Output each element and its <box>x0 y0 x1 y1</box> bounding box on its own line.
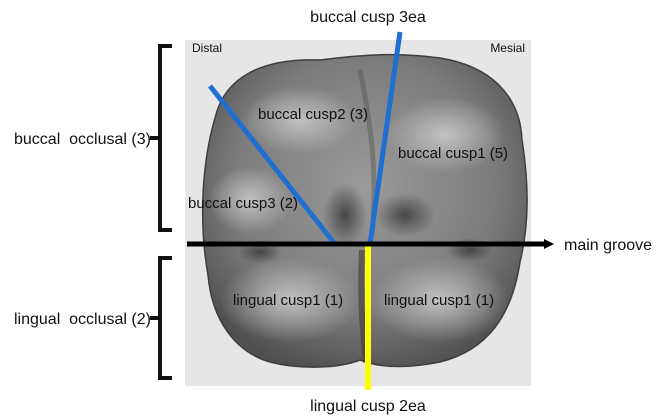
mesial-label: Mesial <box>490 41 525 55</box>
buccal-cusp1-label: buccal cusp1 (5) <box>398 145 508 162</box>
main-groove-label: main groove <box>564 237 652 254</box>
buccal-cusp2-label: buccal cusp2 (3) <box>258 106 368 123</box>
lingual-cusp-right-label: lingual cusp1 (1) <box>384 292 494 309</box>
buccal-cusp-count-title: buccal cusp 3ea <box>310 9 426 26</box>
buccal-occlusal-bracket <box>150 46 172 230</box>
lingual-occlusal-bracket <box>150 258 172 378</box>
lingual-cusp-count-title: lingual cusp 2ea <box>310 398 426 415</box>
lingual-occlusal-label: lingual occlusal (2) <box>14 311 151 328</box>
lingual-cusp-left-label: lingual cusp1 (1) <box>233 292 343 309</box>
buccal-occlusal-label: buccal occlusal (3) <box>14 131 151 148</box>
buccal-cusp3-label: buccal cusp3 (2) <box>188 195 298 212</box>
distal-label: Distal <box>192 41 222 55</box>
